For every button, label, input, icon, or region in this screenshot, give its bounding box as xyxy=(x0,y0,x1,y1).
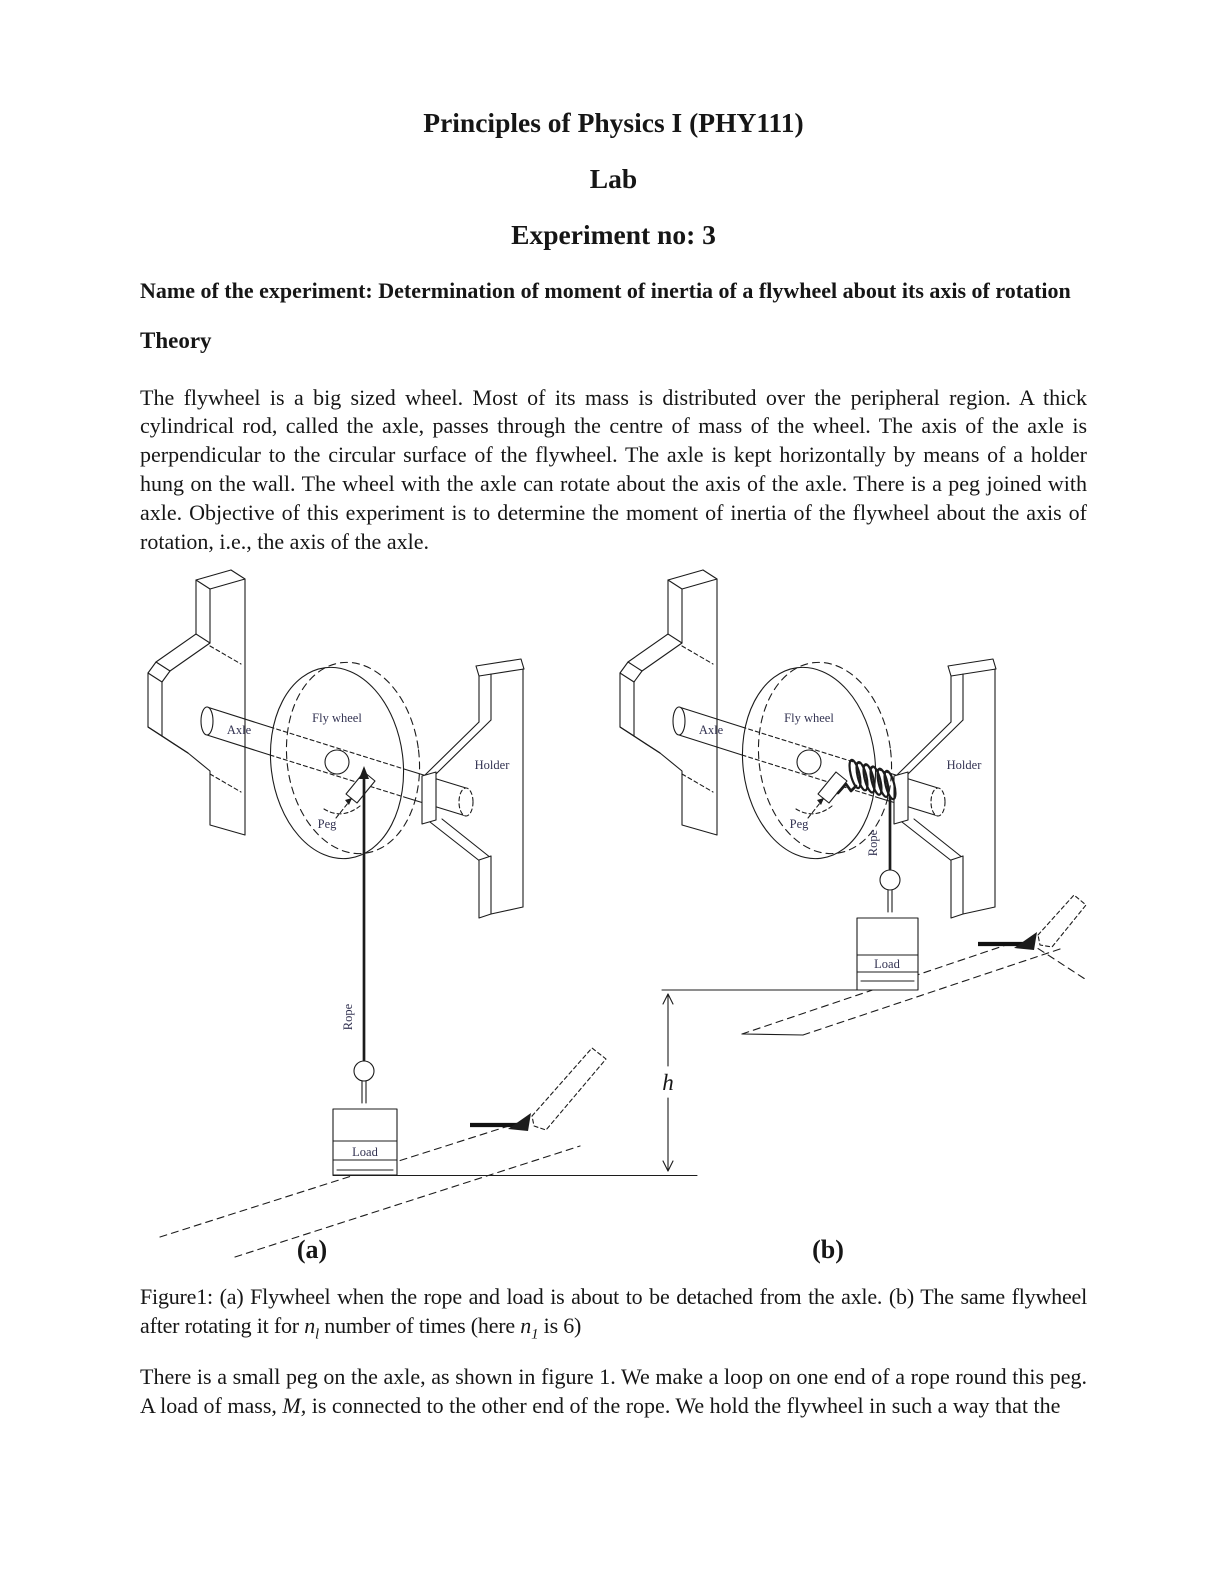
flywheel-assembly-b xyxy=(619,569,997,919)
load-bands-a xyxy=(332,1140,398,1171)
load-bands-b xyxy=(856,954,919,982)
label-axle-b: Axle xyxy=(699,723,724,737)
ramp-lines-a xyxy=(159,1122,581,1258)
caption-sub-1: l xyxy=(315,1326,319,1343)
ramp-cap-b xyxy=(741,1033,804,1036)
procedure-text-1: There is a small peg on the axle, as sho… xyxy=(140,1363,1087,1418)
caption-var-n1: n xyxy=(304,1313,316,1339)
procedure-paragraph: There is a small peg on the axle, as sho… xyxy=(140,1363,1087,1421)
load-box-b xyxy=(856,917,919,991)
experiment-name: Name of the experiment: Determination of… xyxy=(140,278,1071,303)
subfigure-label-b: (b) xyxy=(812,1235,844,1264)
pen-tip-b xyxy=(1014,932,1037,951)
pen-marker-b xyxy=(1037,894,1087,948)
label-load-a: Load xyxy=(352,1145,378,1159)
hook-link-a xyxy=(361,1080,367,1104)
peg-leader-arrow-a xyxy=(345,798,352,806)
h-dimension: h xyxy=(662,993,674,1172)
doc-subtitle: Lab xyxy=(589,163,638,194)
label-rope-b: Rope xyxy=(866,830,880,857)
figure1: Fly wheel Axle Holder Peg Rope Load (a) xyxy=(140,562,1087,1279)
label-holder-b: Holder xyxy=(947,758,983,772)
caption-sub-2: 1 xyxy=(531,1326,539,1343)
label-flywheel-a: Fly wheel xyxy=(312,711,362,725)
procedure-var-m: M, xyxy=(282,1392,307,1418)
rope-peg-loop-b xyxy=(836,783,858,795)
caption-text-3: is 6) xyxy=(538,1313,582,1339)
rope-arrowhead-a xyxy=(359,766,369,780)
load-box-a xyxy=(332,1108,398,1176)
subfigure-b: h Fly wheel Axle Holder Peg Rope Load (b… xyxy=(619,569,1087,1264)
pen-tip-a xyxy=(508,1113,531,1132)
caption-text-1: Figure1: (a) Flywheel when the rope and … xyxy=(140,1284,1087,1339)
hook-b xyxy=(879,869,901,891)
label-peg-b: Peg xyxy=(790,817,810,831)
label-rope-a: Rope xyxy=(341,1004,355,1031)
peg-leader-arrow-b xyxy=(817,798,824,806)
pen-marker-a xyxy=(531,1047,607,1131)
rope-coil-b xyxy=(848,759,897,801)
label-load-b: Load xyxy=(874,957,900,971)
caption-text-2: number of times (here xyxy=(318,1313,521,1339)
label-flywheel-b: Fly wheel xyxy=(784,711,834,725)
hook-link-b xyxy=(887,889,893,913)
label-peg-a: Peg xyxy=(318,817,338,831)
label-axle-a: Axle xyxy=(227,723,252,737)
flywheel-assembly-a xyxy=(147,569,525,919)
course-title: Principles of Physics I (PHY111) xyxy=(423,107,804,138)
label-holder-a: Holder xyxy=(475,758,511,772)
caption-var-n2: n xyxy=(520,1313,532,1339)
figure1-caption: Figure1: (a) Flywheel when the rope and … xyxy=(140,1283,1087,1343)
subfigure-a: Fly wheel Axle Holder Peg Rope Load (a) xyxy=(147,569,698,1264)
theory-heading: Theory xyxy=(140,327,212,353)
theory-paragraph: The flywheel is a big sized wheel. Most … xyxy=(140,384,1087,554)
procedure-text-2: is connected to the other end of the rop… xyxy=(306,1392,1061,1418)
ramp-lines-b xyxy=(741,941,1086,1036)
figure1-diagram: Fly wheel Axle Holder Peg Rope Load (a) xyxy=(147,569,1087,1264)
experiment-number: Experiment no: 3 xyxy=(511,219,716,250)
subfigure-label-a: (a) xyxy=(297,1235,327,1264)
hook-a xyxy=(353,1060,375,1082)
label-h: h xyxy=(662,1070,674,1095)
